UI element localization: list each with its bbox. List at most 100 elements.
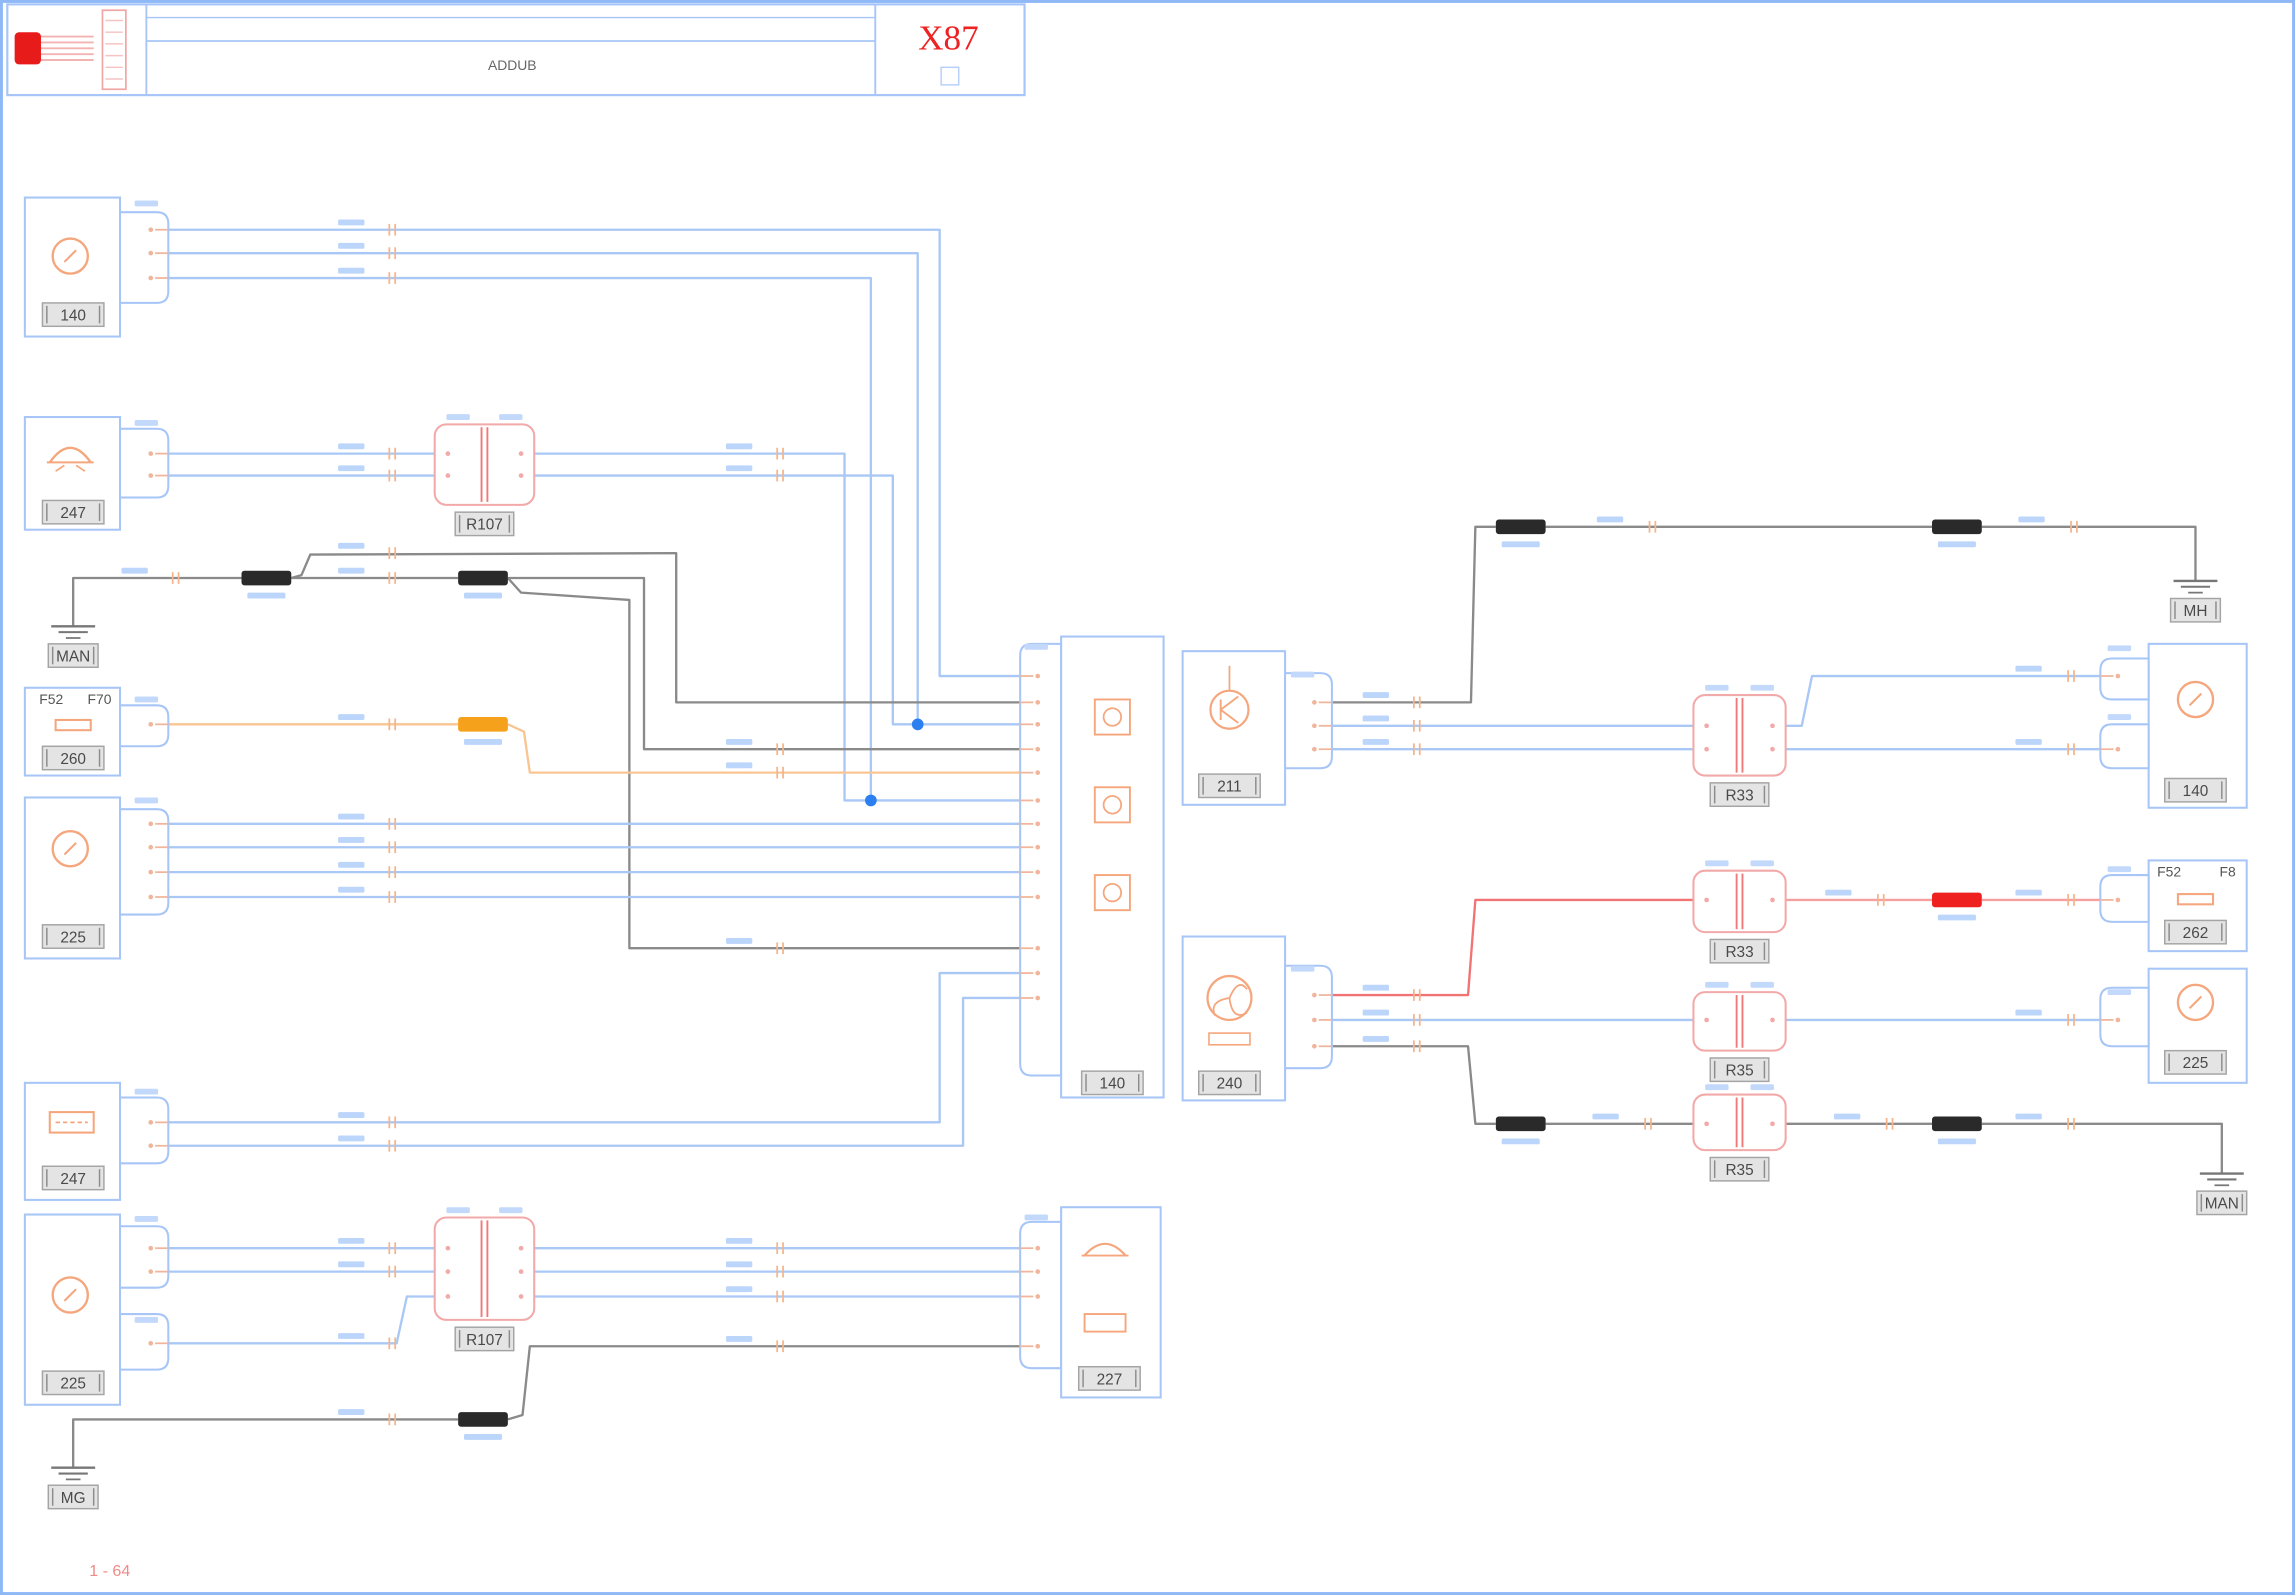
pin-tag-mark [1290, 965, 1315, 972]
component-connector [2099, 657, 2150, 701]
wire-tag-mark [2015, 889, 2042, 896]
wire-tag-mark [338, 1333, 365, 1339]
pin-tag-mark [499, 1207, 523, 1214]
fuse-label: F52 [2157, 864, 2181, 880]
splice-pin [1704, 1121, 1709, 1127]
label-box [454, 511, 515, 537]
wire-tag-mark [1362, 1009, 1390, 1016]
wire-tag-mark [338, 1135, 365, 1142]
header-terminal-icon [101, 9, 127, 91]
connector-body [118, 808, 170, 916]
component-left-6: 225 [23, 1213, 170, 1406]
wire-tag-mark [1362, 738, 1390, 745]
connector-body [118, 1225, 170, 1289]
pin-dot [1035, 770, 1041, 775]
symbol-ring [51, 237, 89, 275]
label-box [1077, 1365, 1141, 1391]
pin-dot [1035, 970, 1041, 976]
function-ring [1102, 795, 1123, 815]
pin-dot [1035, 894, 1041, 900]
module-connector [1284, 672, 1333, 770]
fan-icon [1206, 974, 1253, 1022]
wire-tag-mark [338, 267, 365, 274]
wire-tag-mark [725, 1237, 753, 1244]
component-right-middle-label: 262 [2164, 919, 2227, 945]
module-body [1060, 1206, 1162, 1399]
wire [1331, 1045, 1496, 1125]
pin-tag-mark [1750, 981, 1774, 988]
splice-r5-label-text: R35 [1725, 1063, 1753, 1080]
pin-tag-mark [1750, 1084, 1774, 1091]
component-right-lower-label: 225 [2164, 1049, 2227, 1075]
wire [507, 1345, 1021, 1421]
wire-tag-mark [338, 242, 365, 249]
motor-icon [51, 829, 89, 868]
wire [1331, 525, 1496, 704]
module-center-lower-label: 227 [1077, 1365, 1141, 1391]
wire-tag-mark [725, 1286, 753, 1293]
module-center-main-label-text: 140 [1100, 1076, 1126, 1093]
wire-tag-mark [338, 861, 365, 868]
splice-r6: R35 [1692, 1084, 1787, 1182]
splice-pin [1704, 897, 1709, 903]
wire [1981, 1122, 2223, 1174]
pin-tag-mark [134, 1088, 159, 1095]
pin-dot [148, 721, 154, 727]
module-connector [1019, 642, 1063, 1077]
splice-r2-label-text: R107 [466, 1332, 503, 1349]
splice-body [433, 423, 536, 506]
connector-body [1019, 642, 1063, 1077]
module-function-icon [1093, 698, 1131, 736]
wire-tag-mark [725, 762, 753, 769]
label-box [41, 302, 105, 328]
inline-connector-black [241, 570, 292, 586]
header-caption: ADDUB [488, 57, 537, 73]
component-left-6-label-text: 225 [60, 1376, 86, 1393]
component-left-1: 140 [23, 196, 170, 338]
component-left-2-label: 247 [41, 499, 105, 525]
ground-g1: MAN [47, 625, 99, 668]
inline-connector-black [1495, 1116, 1546, 1132]
pin-tag-mark [1290, 671, 1315, 678]
wire-tag-mark [1833, 1113, 1861, 1120]
label-box [2164, 1049, 2227, 1075]
wire [507, 577, 1021, 950]
splice-pin [445, 1245, 451, 1251]
motor-icon [2176, 983, 2215, 1022]
label-box [41, 499, 105, 525]
pin-tag-mark [134, 696, 159, 703]
wire-tag-mark [725, 738, 753, 745]
wire-tag-mark [2015, 1113, 2042, 1120]
module-function-icon [1093, 786, 1131, 824]
inline-connector-tag-mark [1937, 1138, 1976, 1145]
function-frame [1093, 874, 1131, 912]
component-right-upper-label-text: 140 [2183, 783, 2209, 800]
ground-g2-label-text: MG [61, 1490, 86, 1507]
splice-r1-label-text: R107 [466, 517, 503, 534]
pin-tag-mark [134, 419, 159, 426]
splice-pin [518, 1245, 524, 1251]
pin-tag-mark [499, 414, 523, 420]
component-connector [118, 427, 170, 499]
component-left-2-label-text: 247 [60, 505, 86, 522]
module-connector [1019, 1220, 1063, 1370]
wire-tag-mark [2018, 516, 2045, 523]
wire-tag-mark [1362, 715, 1390, 722]
label-box [41, 745, 105, 771]
sensor-icon [2176, 680, 2215, 719]
inline-connectors [241, 519, 1982, 1440]
component-left-1-label-text: 140 [60, 307, 86, 324]
wire-tag-mark [1596, 516, 1624, 523]
wire [168, 971, 1021, 1124]
wire-tag-mark [2015, 1009, 2042, 1016]
ground-g4: MAN [2196, 1172, 2248, 1216]
connector-body [1284, 672, 1333, 770]
pin-dot [2115, 746, 2121, 752]
inline-connector-orange [458, 717, 508, 732]
